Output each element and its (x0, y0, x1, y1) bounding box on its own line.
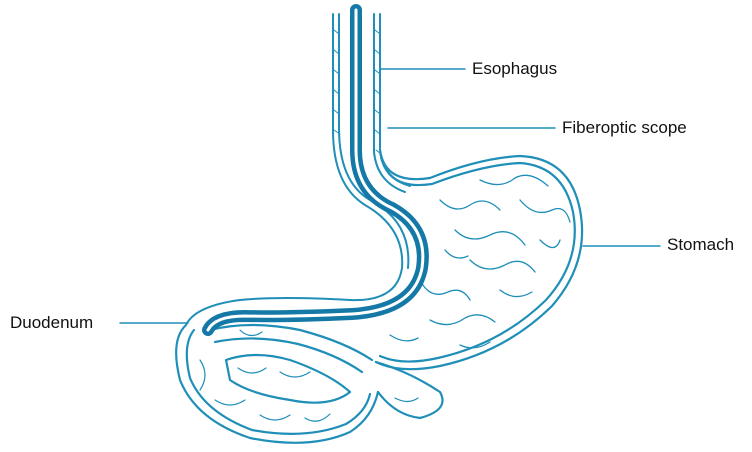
leader-lines (120, 69, 660, 323)
fiberoptic-scope (208, 10, 423, 330)
label-duodenum: Duodenum (10, 313, 93, 333)
duodenum-texture (200, 330, 418, 421)
label-esophagus: Esophagus (472, 59, 557, 79)
esophagus-wall (186, 14, 410, 325)
label-fiberoptic-scope: Fiberoptic scope (562, 118, 687, 138)
label-stomach: Stomach (667, 235, 734, 255)
